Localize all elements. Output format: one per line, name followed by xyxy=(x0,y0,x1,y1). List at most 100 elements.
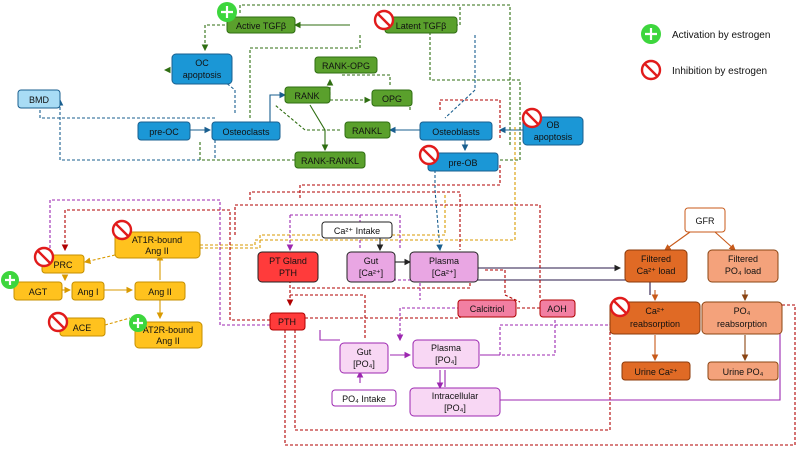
legend-inhibition: Inhibition by estrogen xyxy=(640,59,767,81)
node-ca-reabsorption: Ca²⁺ reabsorption xyxy=(609,301,701,335)
svg-text:Ang II: Ang II xyxy=(145,246,169,256)
svg-text:apoptosis: apoptosis xyxy=(534,132,573,142)
node-at2r-bound-ang-ii: AT2R-bound Ang II xyxy=(134,321,203,349)
node-filtered-po4: Filtered PO₄ load xyxy=(707,249,779,283)
svg-text:PO₄ Intake: PO₄ Intake xyxy=(342,394,386,404)
inhibition-icon xyxy=(609,296,631,318)
node-opg: OPG xyxy=(371,89,413,107)
node-rankl: RANKL xyxy=(344,121,391,139)
node-latent-tgfb: Latent TGFβ xyxy=(384,16,458,34)
node-po4-reabsorption: PO₄ reabsorption xyxy=(701,301,783,335)
svg-text:AGT: AGT xyxy=(29,287,48,297)
legend: Activation by estrogen Inhibition by est… xyxy=(640,24,770,81)
node-intracellular-po4: Intracellular [PO₄] xyxy=(409,387,501,417)
svg-text:AT1R-bound: AT1R-bound xyxy=(132,235,182,245)
svg-text:PO₄: PO₄ xyxy=(734,306,751,316)
node-po4-intake: PO₄ Intake xyxy=(331,389,397,407)
node-urine-ca: Urine Ca²⁺ xyxy=(621,361,691,381)
activation-icon xyxy=(129,314,147,332)
svg-text:[PO₄]: [PO₄] xyxy=(444,403,466,413)
svg-text:AT2R-bound: AT2R-bound xyxy=(143,325,193,335)
svg-text:RANK: RANK xyxy=(294,91,319,101)
node-rank: RANK xyxy=(284,86,331,104)
svg-text:[PO₄]: [PO₄] xyxy=(435,355,457,365)
svg-text:Activation by estrogen: Activation by estrogen xyxy=(672,30,770,41)
svg-text:Active TGFβ: Active TGFβ xyxy=(236,21,286,31)
svg-text:[PO₄]: [PO₄] xyxy=(353,359,375,369)
svg-text:PT Gland: PT Gland xyxy=(269,256,307,266)
inhibition-icon xyxy=(521,107,543,129)
node-plasma-po4: Plasma [PO₄] xyxy=(412,339,480,369)
svg-text:OB: OB xyxy=(546,120,559,130)
svg-text:GFR: GFR xyxy=(696,216,715,226)
svg-text:pre-OB: pre-OB xyxy=(448,158,477,168)
svg-text:Urine PO₄: Urine PO₄ xyxy=(723,367,764,377)
node-ang-i: Ang I xyxy=(71,281,105,301)
node-pth: PTH xyxy=(269,312,306,331)
inhibition-icon xyxy=(418,144,440,166)
svg-text:RANKL: RANKL xyxy=(352,126,382,136)
svg-text:Osteoblasts: Osteoblasts xyxy=(432,127,480,137)
svg-text:Gut: Gut xyxy=(364,256,379,266)
node-osteoblasts: Osteoblasts xyxy=(419,121,493,141)
svg-text:AOH: AOH xyxy=(547,304,567,314)
svg-text:[Ca²⁺]: [Ca²⁺] xyxy=(359,268,383,278)
svg-text:Urine Ca²⁺: Urine Ca²⁺ xyxy=(634,367,678,377)
svg-text:apoptosis: apoptosis xyxy=(183,70,222,80)
activation-icon xyxy=(1,271,19,289)
svg-text:Osteoclasts: Osteoclasts xyxy=(222,127,270,137)
inhibition-icon xyxy=(373,9,395,31)
svg-text:PO₄ load: PO₄ load xyxy=(725,266,761,276)
svg-text:RANK-OPG: RANK-OPG xyxy=(322,61,370,71)
node-rank-rankl: RANK-RANKL xyxy=(294,151,366,169)
svg-text:Ca²⁺: Ca²⁺ xyxy=(645,306,665,316)
node-aoh: AOH xyxy=(539,299,576,318)
svg-text:PRC: PRC xyxy=(53,260,73,270)
node-gut-po4: Gut [PO₄] xyxy=(339,342,389,374)
inhibition-icon xyxy=(33,246,55,268)
svg-text:OC: OC xyxy=(195,58,209,68)
svg-text:BMD: BMD xyxy=(29,95,50,105)
node-calcitriol: Calcitriol xyxy=(457,299,517,318)
svg-text:Ang II: Ang II xyxy=(148,287,172,297)
node-active-tgfb: Active TGFβ xyxy=(226,16,296,34)
svg-text:PTH: PTH xyxy=(278,317,296,327)
svg-text:Gut: Gut xyxy=(357,347,372,357)
node-filtered-ca: Filtered Ca²⁺ load xyxy=(624,249,688,283)
node-agt: AGT xyxy=(13,281,63,301)
svg-text:PTH: PTH xyxy=(279,268,297,278)
svg-text:OPG: OPG xyxy=(382,94,402,104)
svg-text:Calcitriol: Calcitriol xyxy=(470,304,505,314)
node-plasma-ca: Plasma [Ca²⁺] xyxy=(409,251,479,283)
svg-text:Ca²⁺ Intake: Ca²⁺ Intake xyxy=(334,226,380,236)
svg-text:Ca²⁺ load: Ca²⁺ load xyxy=(637,266,676,276)
svg-text:Ang II: Ang II xyxy=(156,336,180,346)
svg-text:pre-OC: pre-OC xyxy=(149,127,179,137)
svg-text:Plasma: Plasma xyxy=(431,343,461,353)
svg-text:ACE: ACE xyxy=(73,323,92,333)
node-pre-oc: pre-OC xyxy=(137,121,191,141)
inhibition-icon xyxy=(111,219,133,241)
node-gut-ca: Gut [Ca²⁺] xyxy=(346,251,396,283)
svg-text:[Ca²⁺]: [Ca²⁺] xyxy=(432,268,456,278)
node-oc-apoptosis: OC apoptosis xyxy=(171,53,233,85)
svg-text:reabsorption: reabsorption xyxy=(717,319,767,329)
svg-text:reabsorption: reabsorption xyxy=(630,319,680,329)
node-at1r-bound-ang-ii: AT1R-bound Ang II xyxy=(114,231,201,259)
svg-text:Plasma: Plasma xyxy=(429,256,459,266)
node-ca-intake: Ca²⁺ Intake xyxy=(321,221,393,239)
legend-activation: Activation by estrogen xyxy=(641,24,770,44)
node-urine-po4: Urine PO₄ xyxy=(707,361,779,381)
svg-text:Filtered: Filtered xyxy=(728,254,758,264)
node-bmd: BMD xyxy=(17,89,61,109)
node-gfr: GFR xyxy=(684,207,726,233)
node-rank-opg: RANK-OPG xyxy=(314,56,378,74)
svg-text:Ang I: Ang I xyxy=(77,287,98,297)
svg-text:RANK-RANKL: RANK-RANKL xyxy=(301,156,359,166)
node-pt-gland-pth: PT Gland PTH xyxy=(257,251,319,283)
svg-text:Latent TGFβ: Latent TGFβ xyxy=(396,21,447,31)
svg-text:Filtered: Filtered xyxy=(641,254,671,264)
node-osteoclasts: Osteoclasts xyxy=(211,121,281,141)
svg-text:Intracellular: Intracellular xyxy=(432,391,479,401)
